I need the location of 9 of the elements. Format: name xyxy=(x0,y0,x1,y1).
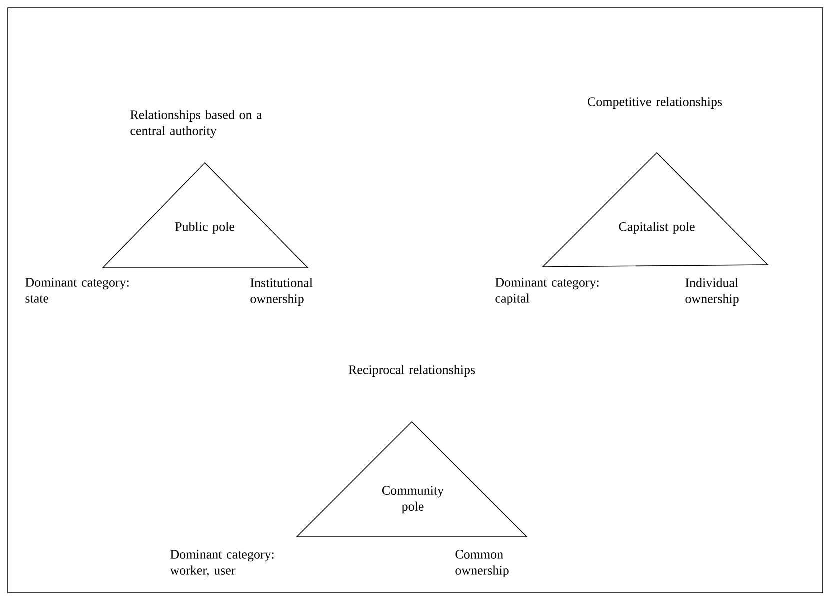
heading: Relationships based on a central authority xyxy=(130,110,262,138)
heading: Reciprocal relationships xyxy=(348,365,476,377)
corner-label: Institutional ownership xyxy=(250,278,313,306)
corner-label: Common ownership xyxy=(456,550,509,578)
corner-label: Dominant category: state xyxy=(26,278,129,303)
corner-label: Dominant category: capital xyxy=(496,278,599,306)
corner-label: Individual ownership xyxy=(686,278,739,306)
corner-label: Dominant category: worker, user xyxy=(170,550,274,577)
heading: Competitive relationships xyxy=(588,97,722,109)
